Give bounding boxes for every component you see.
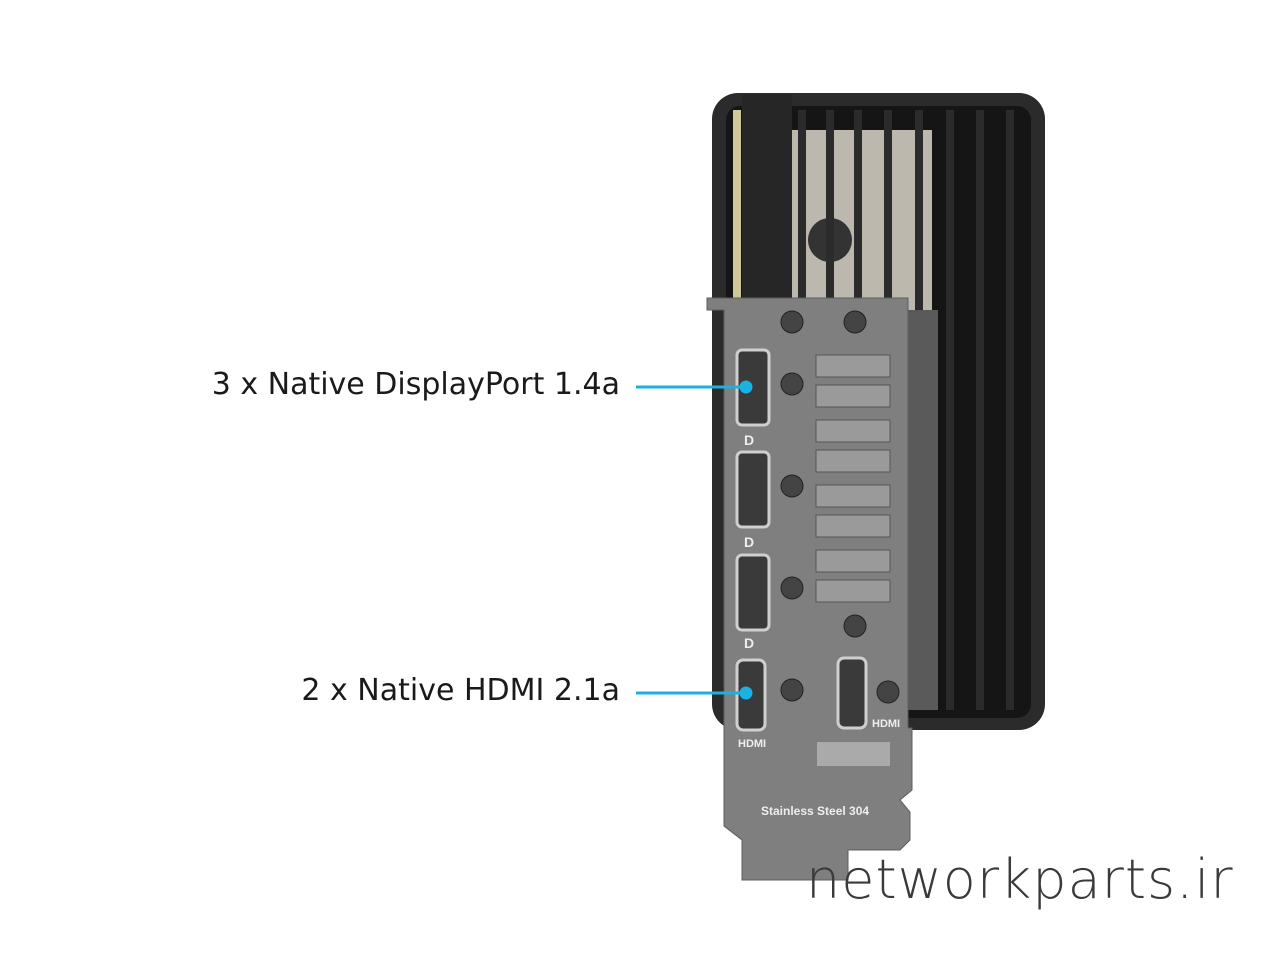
bracket-material-text: Stainless Steel 304 — [761, 804, 869, 818]
displayport-callout-label: 3 x Native DisplayPort 1.4a — [211, 367, 620, 402]
dp-mark: D — [744, 432, 754, 448]
displayport-ports — [735, 348, 771, 632]
dp-mark: D — [744, 534, 754, 550]
hdmi-callout-label: 2 x Native HDMI 2.1a — [301, 673, 620, 708]
watermark: networkparts.ir — [806, 848, 1234, 911]
dp-mark: D — [744, 635, 754, 651]
io-bracket — [706, 297, 913, 881]
bracket-vents — [815, 354, 891, 603]
callout-lines — [636, 380, 753, 700]
hdmi-label: HDMI — [872, 718, 900, 730]
bracket-sticker — [817, 742, 890, 766]
screws — [780, 310, 900, 704]
hdmi-label: HDMI — [738, 738, 766, 750]
